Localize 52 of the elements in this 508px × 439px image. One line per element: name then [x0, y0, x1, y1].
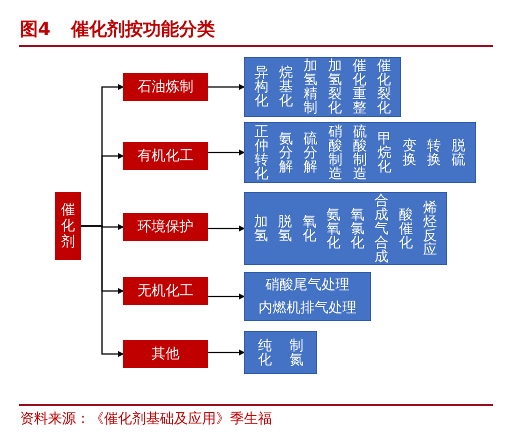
box-label: 无机化工 [138, 282, 194, 300]
item-text: 加氢裂化 [328, 59, 342, 115]
source-note: 资料来源：《催化剂基础及应用》季生福 [20, 410, 272, 428]
item-text: 硝酸制造 [328, 124, 342, 180]
item-text: 正仲转化 [254, 124, 268, 180]
item-text: 硝酸尾气处理 [266, 278, 350, 292]
item-box [244, 272, 371, 321]
category-box [123, 73, 208, 101]
item-text: 酸催化 [398, 208, 413, 250]
arrow [208, 150, 245, 156]
item-text: 催化裂化 [376, 59, 391, 115]
arrow [208, 294, 245, 300]
item-text: 氨氧化 [326, 208, 340, 250]
item-box [244, 57, 401, 117]
arrow [208, 350, 245, 356]
item-text: 纯化 [258, 338, 272, 366]
item-text: 硫酸制造 [352, 124, 367, 180]
box-label: 其他 [152, 345, 180, 363]
box-label: 催化剂 [61, 202, 75, 250]
category-box [55, 192, 81, 260]
item-text: 氨分解 [278, 132, 293, 174]
box-label: 环境保护 [138, 218, 194, 236]
box-label: 石油炼制 [138, 78, 194, 96]
category-box [123, 142, 208, 170]
arrow [81, 225, 124, 357]
item-text: 氧氯化 [350, 208, 365, 250]
item-box [244, 192, 447, 265]
category-box [123, 213, 208, 241]
category-box [123, 340, 208, 368]
arrow [208, 226, 245, 232]
item-text: 制氮 [289, 338, 304, 366]
category-box [123, 277, 208, 305]
item-box [244, 331, 317, 374]
item-text: 甲烷化 [378, 132, 392, 174]
item-box [244, 122, 476, 183]
item-text: 脱氢 [278, 214, 292, 242]
item-text: 转换 [426, 138, 441, 166]
item-text: 催化重整 [352, 59, 366, 115]
item-text: 硫分解 [304, 132, 318, 174]
item-text: 内燃机排气处理 [258, 301, 356, 316]
box-label: 有机化工 [138, 147, 194, 165]
arrow [208, 84, 245, 90]
item-text: 异构化 [254, 66, 268, 108]
figure-title: 图4 催化剂按功能分类 [20, 18, 215, 41]
item-text: 氧化 [302, 214, 316, 242]
item-text: 烯烃反应 [422, 200, 437, 256]
item-text: 合成气合成 [374, 194, 389, 264]
item-text: 变换 [402, 138, 416, 166]
item-text: 加氢精制 [303, 59, 318, 115]
item-text: 烷基化 [278, 66, 293, 108]
item-text: 脱硫 [452, 138, 466, 166]
item-text: 加氢 [254, 214, 268, 242]
